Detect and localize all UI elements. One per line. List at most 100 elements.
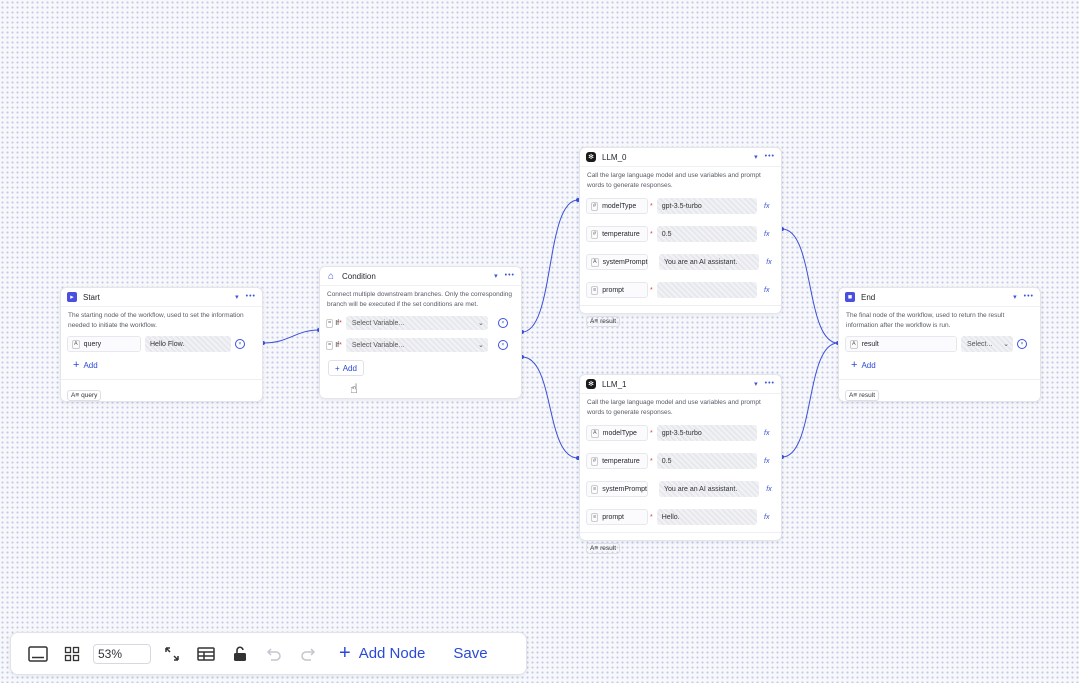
required-mark: * (650, 457, 653, 465)
field-value-prompt[interactable] (656, 282, 757, 298)
output-chip[interactable]: A≡result (586, 543, 621, 554)
fit-view-icon[interactable] (155, 639, 189, 669)
plus-icon: + (339, 642, 351, 664)
more-icon[interactable]: ••• (764, 380, 775, 387)
field-name-modeltype[interactable]: #modelType (586, 198, 648, 214)
function-icon[interactable]: fx (766, 258, 772, 266)
unlock-icon[interactable] (223, 639, 257, 669)
add-node-button[interactable]: + Add Node (339, 642, 426, 664)
condition-node-header[interactable]: ⌂ Condition ▾••• (320, 267, 521, 286)
llm1-node-header[interactable]: ✻ LLM_1 ▾••• (580, 375, 781, 394)
collapse-icon[interactable]: ▾ (235, 294, 240, 301)
function-icon[interactable]: fx (764, 230, 770, 238)
end-node[interactable]: ■ End ▾••• The final node of the workflo… (838, 287, 1041, 402)
collapse-icon[interactable]: ▾ (754, 381, 759, 388)
field-name-temperature[interactable]: #temperature (586, 453, 648, 469)
branch-icon: ⌂ (327, 270, 335, 282)
plus-icon: + (851, 359, 858, 371)
output-chip[interactable]: A≡result (845, 390, 880, 401)
field-value-temperature[interactable]: 0.5 (656, 453, 757, 469)
output-chip[interactable]: A≡result (586, 316, 621, 327)
field-value-query[interactable]: Hello Flow. (145, 336, 231, 352)
add-branch-button[interactable]: + Add (328, 360, 364, 376)
start-node[interactable]: ▸ Start ▾••• The starting node of the wo… (60, 287, 263, 402)
field-value-systemprompt[interactable]: You are an AI assistant. (659, 481, 759, 497)
output-type-icon: A≡ (71, 392, 80, 399)
field-value-modeltype[interactable]: gpt-3.5-turbo (656, 425, 757, 441)
number-type-icon: # (591, 229, 599, 239)
layout-grid-icon[interactable] (55, 639, 89, 669)
plus-icon: + (335, 363, 340, 373)
bottom-toolbar: 53% + Add Node Save (10, 632, 527, 675)
collapse-icon[interactable]: ▾ (1013, 294, 1018, 301)
more-icon[interactable]: ••• (1023, 293, 1034, 300)
field-value-temperature[interactable]: 0.5 (656, 226, 757, 242)
openai-icon: ✻ (586, 379, 596, 389)
output-chip[interactable]: A≡query (67, 390, 102, 401)
minimap-icon[interactable] (21, 639, 55, 669)
function-icon[interactable]: fx (764, 202, 770, 210)
condition-node[interactable]: ⌂ Condition ▾••• Connect multiple downst… (319, 266, 522, 399)
string-type-icon: # (591, 201, 599, 211)
zoom-input[interactable]: 53% (93, 643, 151, 664)
string-type-icon: A (850, 339, 858, 349)
field-value-modeltype[interactable]: gpt-3.5-turbo (656, 198, 757, 214)
node-description: Connect multiple downstream branches. On… (327, 291, 512, 308)
result-variable-select[interactable]: Select...⌄ (961, 336, 1013, 352)
function-icon[interactable]: fx (764, 429, 770, 437)
variable-select[interactable]: Select Variable...⌄ (345, 338, 488, 352)
field-name-prompt[interactable]: ≡prompt (586, 509, 648, 525)
if-label: =If* (326, 318, 342, 328)
node-description: The final node of the workflow, used to … (846, 312, 1005, 329)
field-name-temperature[interactable]: #temperature (586, 226, 648, 242)
field-value-prompt[interactable]: Hello. (656, 509, 757, 525)
node-outputs: A≡result (580, 305, 781, 332)
plus-icon: + (73, 359, 80, 371)
remove-field-icon[interactable]: × (1017, 339, 1027, 349)
more-icon[interactable]: ••• (504, 272, 515, 279)
chevron-down-icon: ⌄ (1003, 341, 1009, 348)
node-title: LLM_0 (602, 152, 627, 162)
collapse-icon[interactable]: ▾ (754, 154, 759, 161)
field-value-systemprompt[interactable]: You are an AI assistant. (659, 254, 759, 270)
node-outputs: A≡result (580, 532, 781, 559)
required-mark: * (650, 202, 653, 210)
undo-icon[interactable] (257, 639, 291, 669)
remove-field-icon[interactable]: × (235, 339, 245, 349)
function-icon[interactable]: fx (764, 457, 770, 465)
edge-llm1-end (781, 342, 839, 458)
more-icon[interactable]: ••• (764, 153, 775, 160)
field-name-systemprompt[interactable]: ≡systemPrompt (586, 481, 648, 497)
field-name-prompt[interactable]: ≡prompt (586, 282, 648, 298)
save-button[interactable]: Save (453, 645, 488, 662)
redo-icon[interactable] (291, 639, 325, 669)
field-name-query[interactable]: A query (67, 336, 141, 352)
remove-branch-icon[interactable]: × (497, 340, 508, 350)
output-type-icon: A≡ (849, 392, 858, 399)
end-node-icon: ■ (845, 292, 855, 302)
field-name-result[interactable]: A result (845, 336, 957, 352)
table-icon[interactable] (189, 639, 223, 669)
required-mark: * (650, 513, 653, 521)
llm1-node[interactable]: ✻ LLM_1 ▾••• Call the large language mod… (579, 374, 782, 554)
collapse-icon[interactable]: ▾ (494, 273, 499, 280)
function-icon[interactable]: fx (764, 286, 770, 294)
llm0-node[interactable]: ✻ LLM_0 ▾••• Call the large language mod… (579, 147, 782, 327)
function-icon[interactable]: fx (766, 485, 772, 493)
start-node-header[interactable]: ▸ Start ▾••• (61, 288, 262, 307)
llm0-node-header[interactable]: ✻ LLM_0 ▾ ••• (580, 148, 781, 167)
add-field-button[interactable]: + Add (851, 359, 876, 371)
remove-branch-icon[interactable]: × (497, 318, 508, 328)
output-type-icon: A≡ (590, 545, 599, 552)
end-node-header[interactable]: ■ End ▾••• (839, 288, 1040, 307)
variable-select[interactable]: Select Variable...⌄ (345, 316, 488, 330)
function-icon[interactable]: fx (764, 513, 770, 521)
string-type-icon: ≡ (591, 512, 599, 522)
openai-icon: ✻ (586, 152, 596, 162)
add-field-button[interactable]: + Add (73, 359, 98, 371)
node-description: Call the large language model and use va… (587, 399, 761, 416)
more-icon[interactable]: ••• (245, 293, 256, 300)
